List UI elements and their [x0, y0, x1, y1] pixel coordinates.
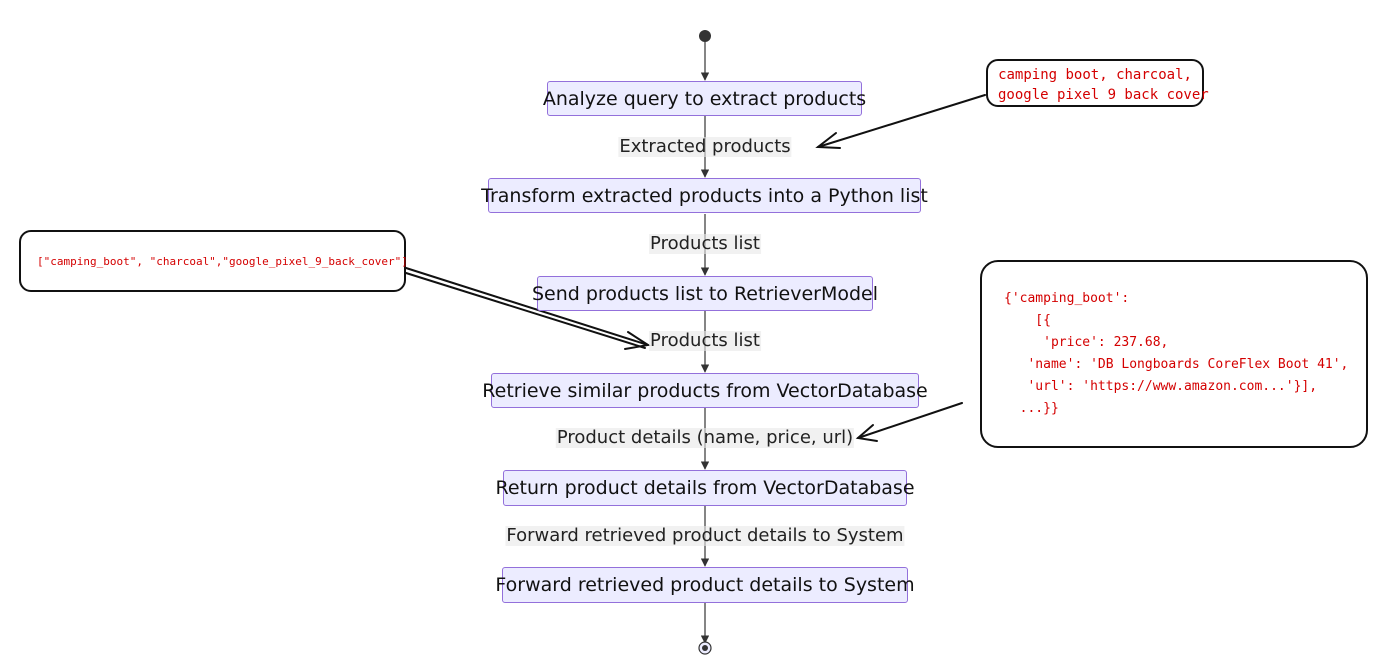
note-products-list: ["camping_boot", "charcoal","google_pixe…	[19, 230, 408, 292]
node-forward-details: Forward retrieved product details to Sys…	[495, 567, 915, 603]
node-send-products-label: Send products list to RetrieverModel	[531, 282, 879, 305]
annotation-arrows	[405, 94, 986, 442]
end-state-inner-icon	[702, 645, 708, 651]
node-retrieve-similar: Retrieve similar products from VectorDat…	[482, 373, 928, 408]
node-transform-list-label: Transform extracted products into a Pyth…	[481, 184, 928, 207]
node-forward-details-label: Forward retrieved product details to Sys…	[495, 574, 915, 596]
edge-label-product-details: Product details (name, price, url)	[555, 427, 855, 448]
note-extracted-products: camping boot, charcoal, google pixel 9 b…	[986, 59, 1209, 107]
edge-label-forward-details: Forward retrieved product details to Sys…	[505, 525, 905, 546]
node-send-products: Send products list to RetrieverModel	[532, 276, 878, 311]
edge-label-extracted-products: Extracted products	[618, 136, 792, 157]
node-analyze-query-label: Analyze query to extract products	[542, 87, 867, 110]
node-analyze-query: Analyze query to extract products	[543, 81, 866, 116]
edge-label-products-list-1: Products list	[649, 233, 761, 254]
note-product-details: {'camping_boot': [{ 'price': 237.68, 'na…	[980, 260, 1368, 448]
edge-label-products-list-2: Products list	[649, 330, 761, 351]
node-retrieve-similar-label: Retrieve similar products from VectorDat…	[482, 379, 928, 402]
start-state-icon	[699, 30, 711, 42]
node-return-details-label: Return product details from VectorDataba…	[495, 477, 915, 499]
node-transform-list: Transform extracted products into a Pyth…	[481, 178, 928, 213]
node-return-details: Return product details from VectorDataba…	[496, 470, 915, 506]
